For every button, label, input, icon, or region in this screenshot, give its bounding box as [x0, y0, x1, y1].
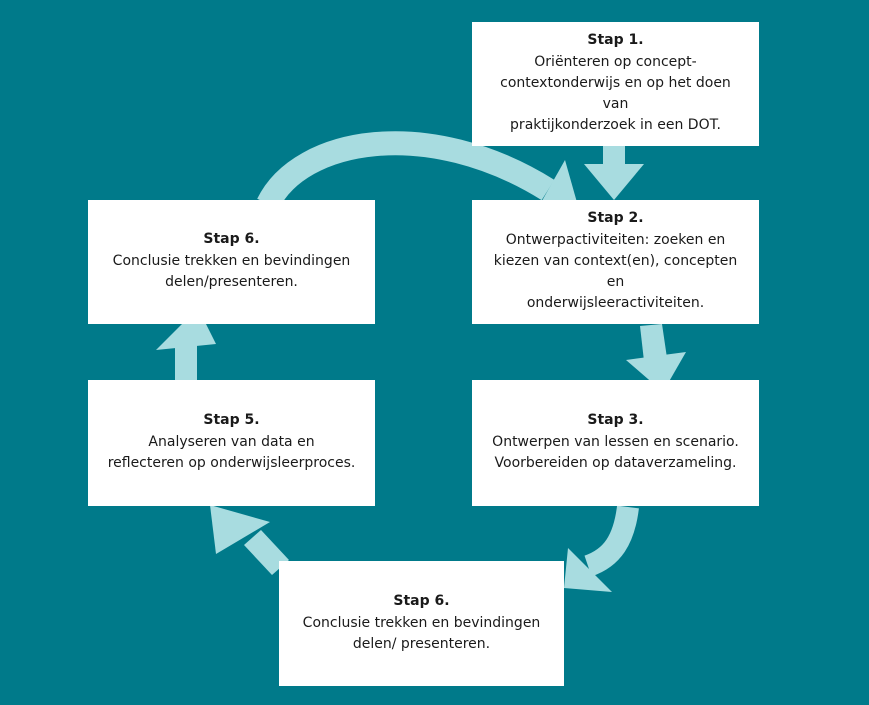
step-2-text: Ontwerpactiviteiten: zoeken en kiezen va…	[486, 230, 745, 314]
step-5-title: Stap 5.	[203, 412, 260, 428]
step-3-title: Stap 3.	[587, 412, 644, 428]
step-2-title: Stap 2.	[587, 210, 644, 226]
step-4-line-1: Conclusie trekken en bevindingen	[302, 614, 541, 631]
step-2-line-2: kiezen van context(en), concepten en	[493, 253, 738, 290]
arrow-step2-to-step3	[626, 324, 686, 392]
step-3-line-1: Ontwerpen van lessen en scenario.	[492, 434, 739, 450]
step-4-line-2: delen/ presenteren.	[352, 635, 491, 652]
step-4-title: Stap 6.	[393, 592, 450, 609]
step-4-text: Conclusie trekken en bevindingen delen/ …	[303, 613, 541, 655]
step-5-line-2: reflecteren op onderwijsleerproces.	[107, 455, 356, 471]
step-3-text: Ontwerpen van lessen en scenario. Voorbe…	[492, 432, 739, 474]
step-1-line-1: Oriënteren op concept-	[534, 54, 697, 70]
arrow-step1-to-step2	[584, 146, 644, 200]
step-2-box: Stap 2. Ontwerpactiviteiten: zoeken en k…	[472, 200, 759, 324]
step-1-text: Oriënteren op concept- contextonderwijs …	[486, 52, 745, 136]
step-5-line-1: Analyseren van data en	[148, 434, 315, 450]
step-1-title: Stap 1.	[587, 32, 644, 48]
step-2-line-3: onderwijsleeractiviteiten.	[526, 295, 705, 311]
step-3-box: Stap 3. Ontwerpen van lessen en scenario…	[472, 380, 759, 506]
step-6-text: Conclusie trekken en bevindingen delen/p…	[113, 251, 351, 293]
step-6-line-1: Conclusie trekken en bevindingen	[112, 253, 351, 269]
step-4-box: Stap 6. Conclusie trekken en bevindingen…	[279, 561, 564, 686]
step-1-box: Stap 1. Oriënteren op concept- contexton…	[472, 22, 759, 146]
step-6-line-2: delen/presenteren.	[165, 274, 298, 290]
arrow-step3-to-step4	[564, 505, 639, 592]
step-5-box: Stap 5. Analyseren van data en reflecter…	[88, 380, 375, 506]
step-1-line-3: praktijkonderzoek in een DOT.	[510, 117, 721, 133]
arrow-step4-to-step5	[210, 505, 289, 575]
step-6-box: Stap 6. Conclusie trekken en bevindingen…	[88, 200, 375, 324]
step-2-line-1: Ontwerpactiviteiten: zoeken en	[505, 232, 726, 248]
step-1-line-2: contextonderwijs en op het doen van	[500, 75, 731, 112]
step-6-title: Stap 6.	[203, 231, 260, 247]
step-5-text: Analyseren van data en reflecteren op on…	[108, 432, 356, 474]
step-3-line-2: Voorbereiden op dataverzameling.	[494, 455, 737, 471]
